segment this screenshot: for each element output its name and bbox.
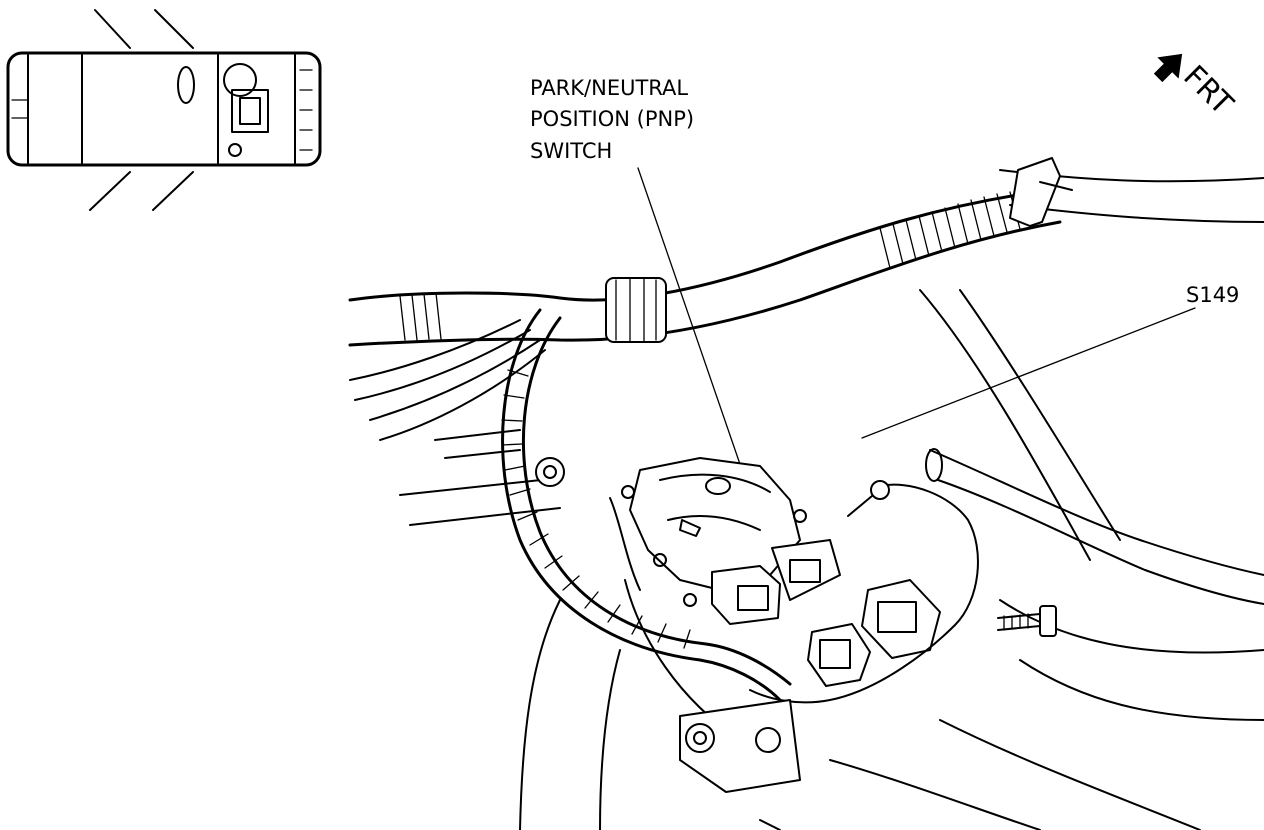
splice-s149-label: S149 — [1186, 283, 1239, 307]
corrugated-conduit — [501, 308, 792, 702]
bracket-with-nut — [679, 699, 801, 793]
cooler-line-tube — [925, 169, 1264, 605]
harness-connector-1 — [861, 579, 941, 659]
harness-connector-2 — [807, 623, 871, 687]
splice-s149-leader-line — [861, 307, 1196, 439]
main-wiring-harness — [348, 157, 1073, 441]
pnp-switch-connector — [711, 539, 841, 625]
front-label: FRT — [1176, 59, 1240, 123]
pnp-switch — [609, 457, 807, 607]
stud-nut-icon — [535, 457, 565, 487]
pnp-switch-leader-line — [637, 167, 743, 471]
splice-s149 — [749, 480, 979, 704]
mounting-bolt-icon — [997, 605, 1057, 637]
pnp-switch-label-line-2: POSITION (PNP) — [530, 107, 694, 131]
vehicle-locator-icon — [6, 9, 322, 211]
pnp-switch-label-line-3: SWITCH — [530, 139, 612, 163]
pnp-switch-label-line-1: PARK/NEUTRAL — [530, 76, 688, 100]
